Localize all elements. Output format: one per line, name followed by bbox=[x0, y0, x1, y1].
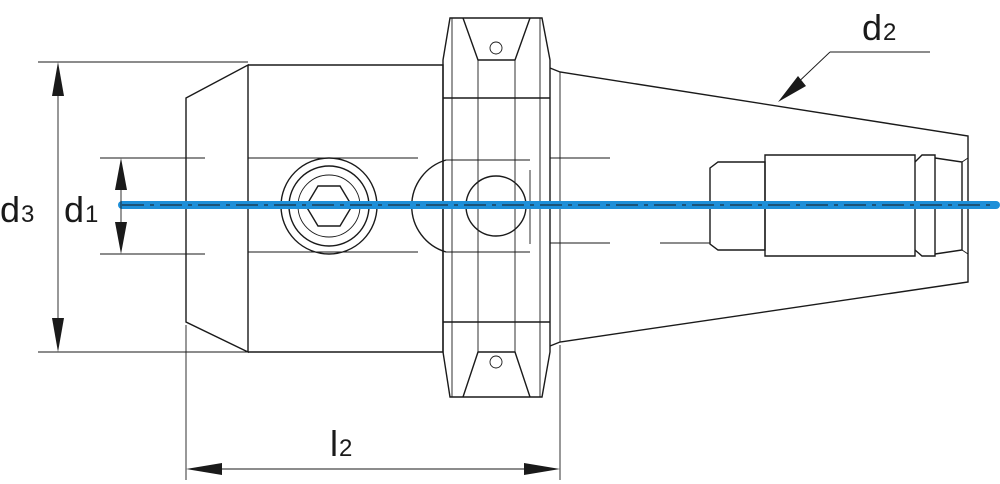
dimension-d1 bbox=[115, 158, 127, 254]
label-d2: d2 bbox=[862, 7, 896, 48]
dimension-d2 bbox=[778, 51, 930, 102]
label-d3: d3 bbox=[0, 189, 34, 230]
label-l2: l2 bbox=[330, 423, 352, 464]
dimension-l2 bbox=[185, 325, 561, 480]
label-d1: d1 bbox=[64, 189, 98, 230]
dimension-d3 bbox=[38, 61, 248, 353]
